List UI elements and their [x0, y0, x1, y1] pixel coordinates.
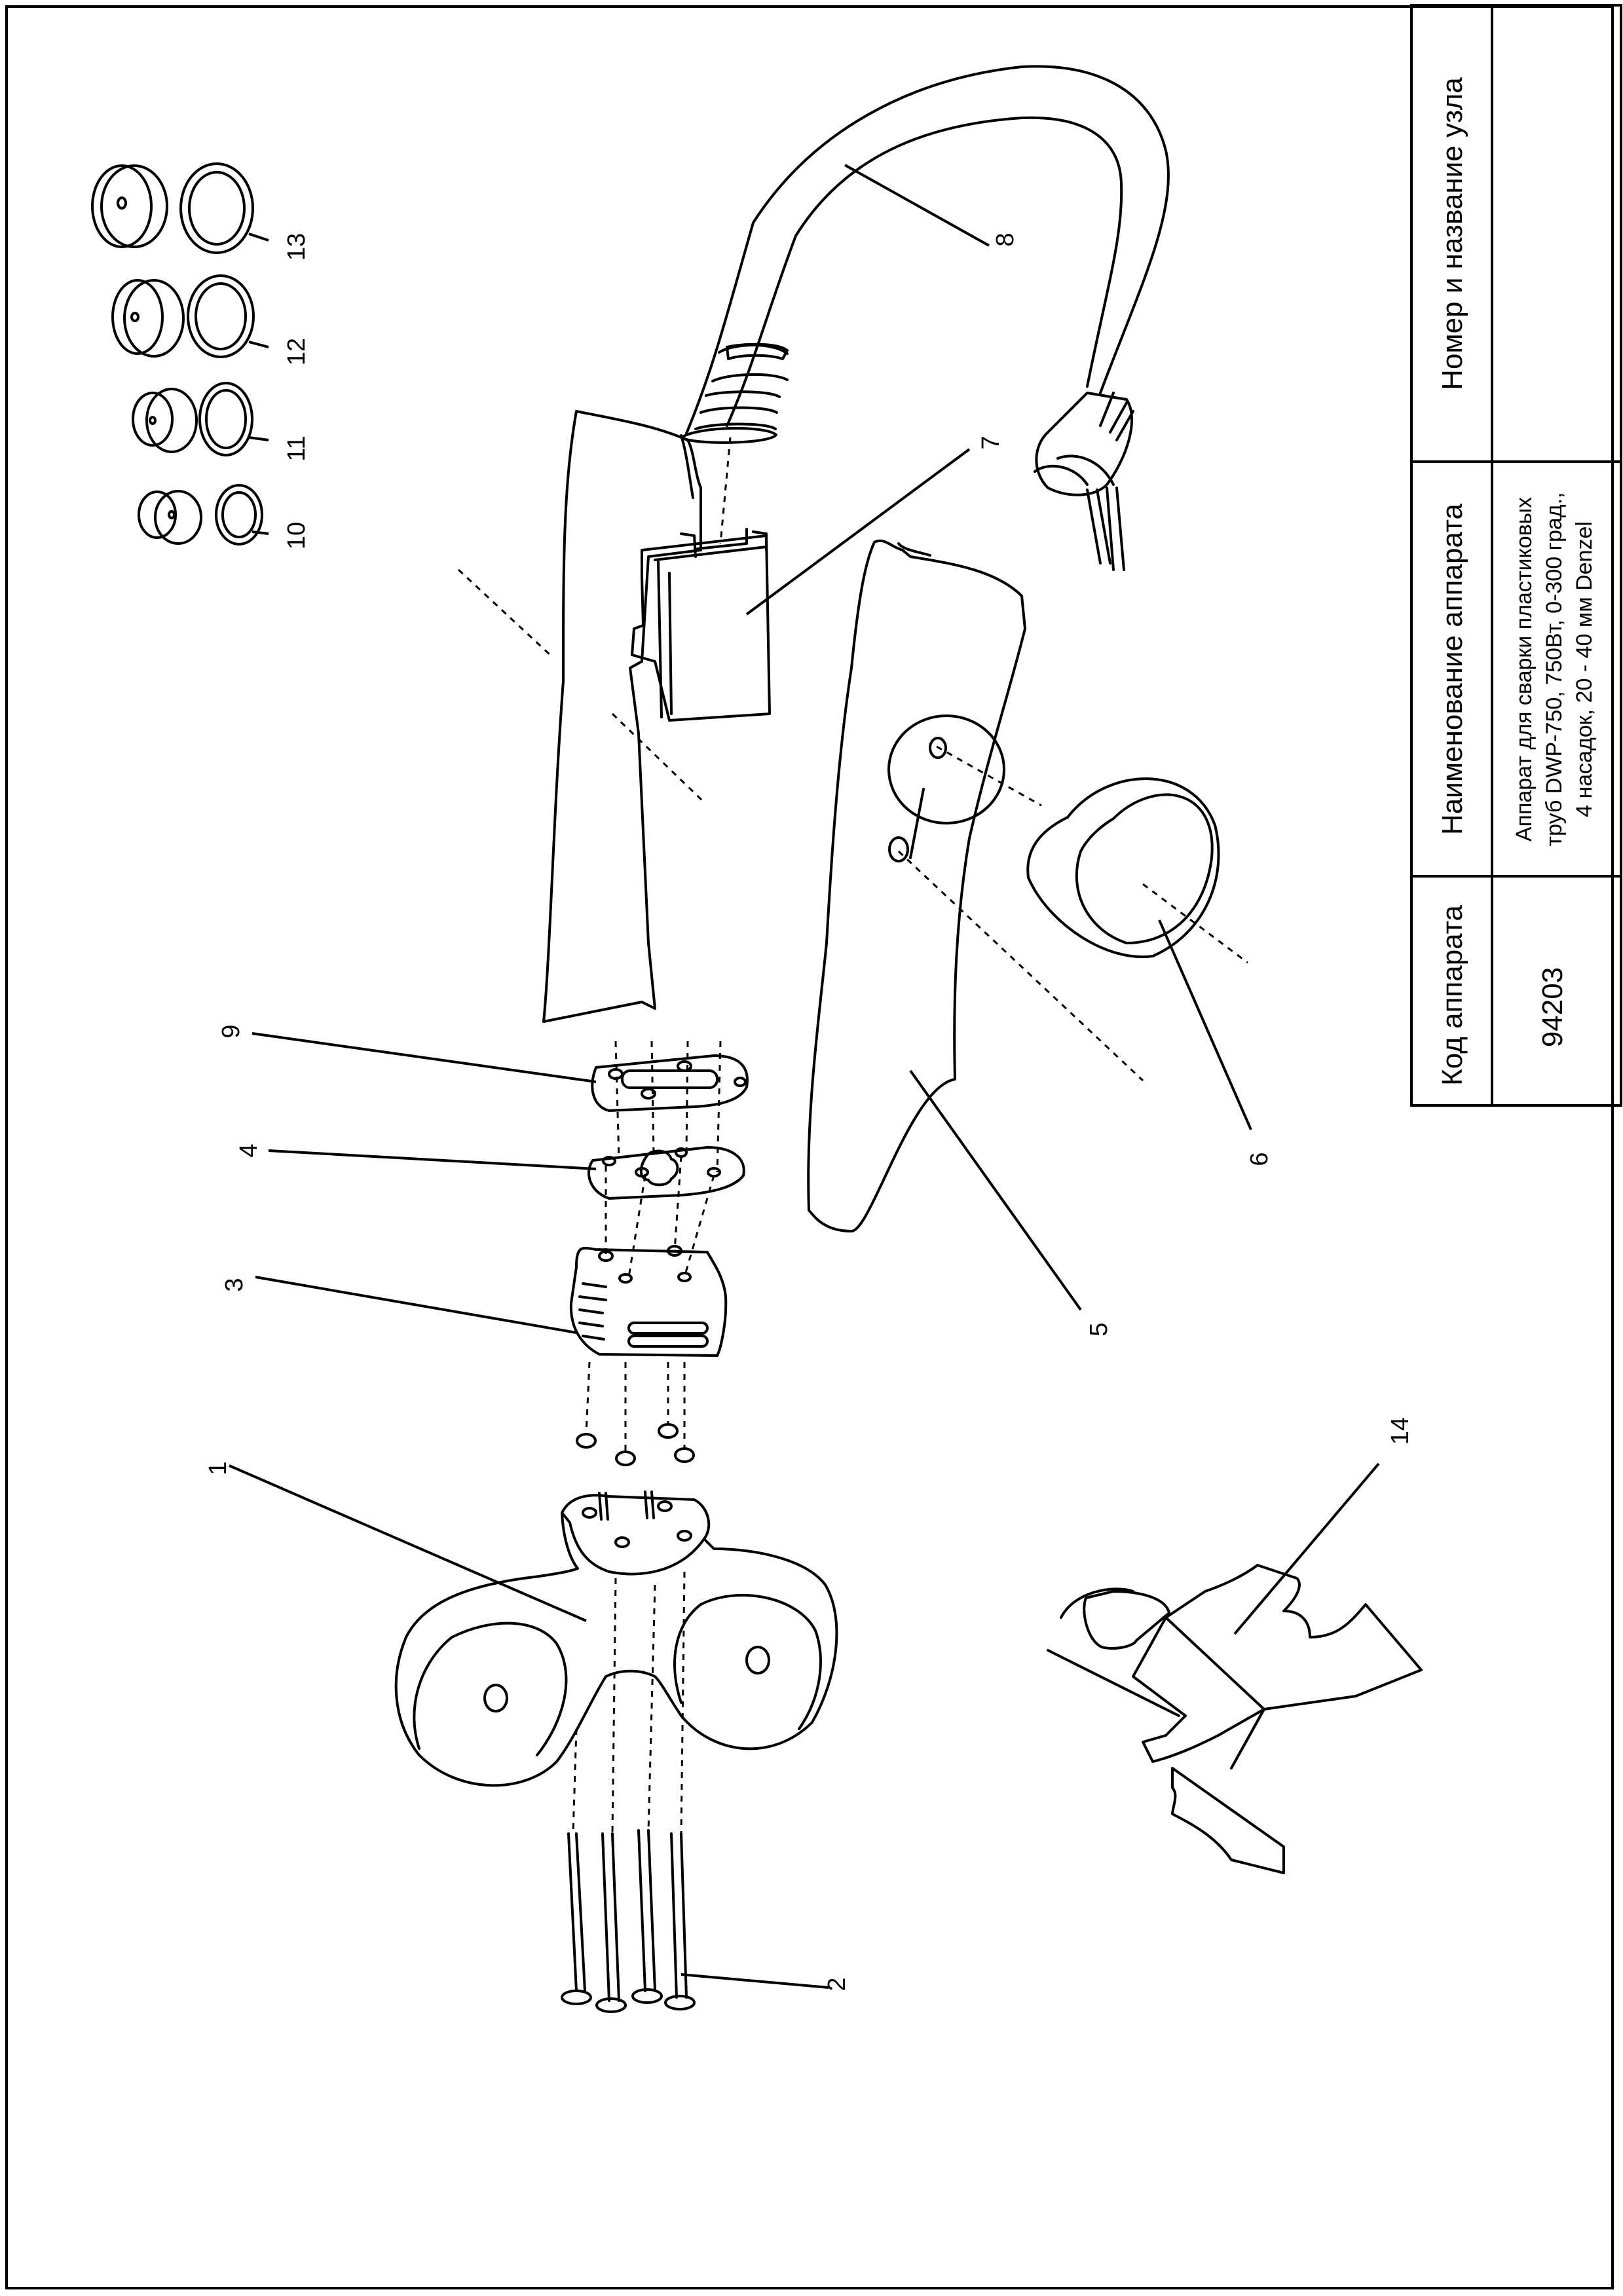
label-part-12: 12	[283, 338, 310, 365]
assembly-lines	[457, 437, 1248, 1834]
part-6-knob	[1026, 777, 1220, 959]
label-part-5: 5	[1085, 1322, 1113, 1336]
housing-left-half	[542, 410, 702, 1023]
title-table: Код аппарата Наименование аппарата Номер…	[1410, 4, 1622, 1107]
part-9-plate	[591, 1054, 749, 1112]
part-3-heater-block	[569, 1245, 728, 1357]
header-name: Наименование аппарата	[1436, 504, 1468, 835]
leader-lines	[229, 164, 1380, 1989]
nozzles-10-13	[91, 162, 263, 546]
apparatus-name-line3: 4 насадок, 20 - 40 мм Denzel	[1572, 521, 1597, 817]
label-part-11: 11	[283, 435, 310, 461]
header-code: Код аппарата	[1436, 905, 1468, 1086]
label-part-14: 14	[1387, 1417, 1414, 1445]
apparatus-name-line2: труб DWP-750, 750Вт, 0-300 град.,	[1542, 492, 1567, 847]
part-2-screws	[561, 1829, 696, 2013]
part-8-power-cord	[680, 65, 1170, 571]
label-part-8: 8	[992, 232, 1019, 246]
label-part-10: 10	[283, 522, 310, 549]
label-part-7: 7	[977, 435, 1005, 449]
small-fasteners	[576, 1423, 695, 1466]
label-part-3: 3	[221, 1278, 248, 1291]
label-part-6: 6	[1246, 1152, 1273, 1166]
part-labels: 1 2 3 4 5 6 7 8 9 10 11 12 13 14	[204, 232, 1414, 1991]
label-part-13: 13	[283, 233, 310, 261]
header-unit: Номер и название узла	[1436, 77, 1468, 390]
label-part-4: 4	[235, 1143, 263, 1157]
apparatus-code: 94203	[1537, 967, 1569, 1047]
part-14-stand	[1047, 1564, 1423, 1874]
part-4-gasket	[588, 1146, 745, 1200]
part-7-control-unit	[631, 528, 771, 722]
part-5-housing	[807, 539, 1026, 1232]
part-1-heater-plate	[394, 1491, 838, 1787]
apparatus-name-line1: Аппарат для сварки пластиковых	[1512, 497, 1537, 842]
label-part-2: 2	[823, 1977, 851, 1991]
label-part-9: 9	[217, 1024, 245, 1038]
sheet-frame	[5, 5, 1614, 2289]
label-part-1: 1	[204, 1461, 232, 1475]
